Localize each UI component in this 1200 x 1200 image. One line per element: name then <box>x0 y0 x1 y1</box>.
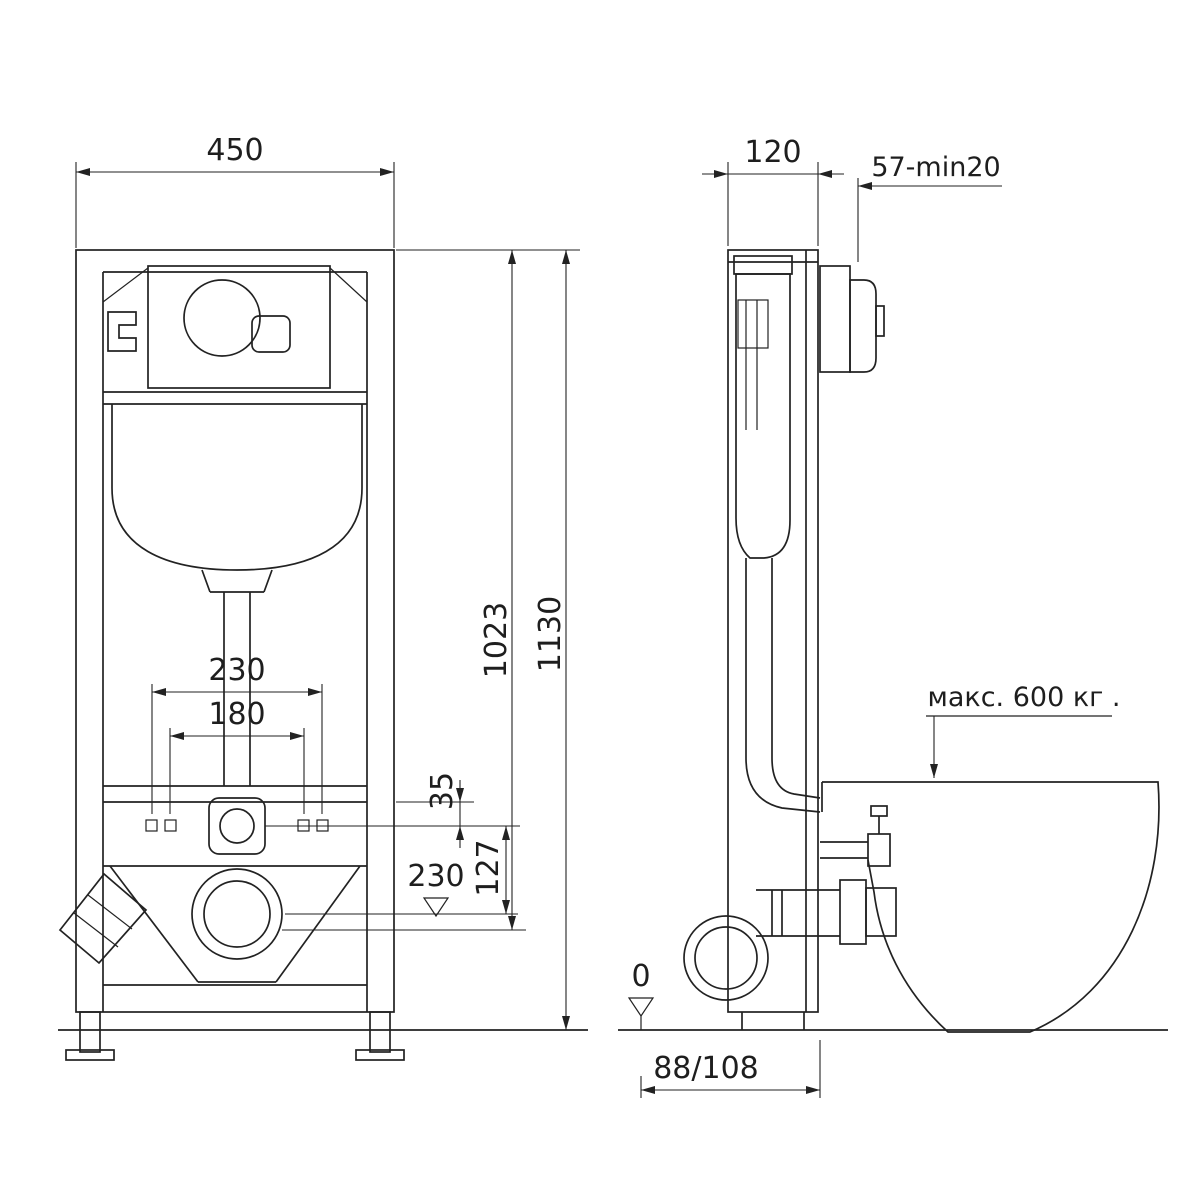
dim-depth: 120 <box>702 135 844 246</box>
elbow-pipe-outer <box>683 915 769 1001</box>
dim-total-height: 1130 <box>533 250 570 1030</box>
drain-socket <box>191 868 283 960</box>
dim-label-230-level: 230 <box>407 859 464 894</box>
drain-elbow <box>683 879 897 1001</box>
dim-label-120: 120 <box>744 135 801 170</box>
dim-label-1023: 1023 <box>479 602 514 678</box>
button-stem <box>875 305 885 337</box>
flush-valve-box <box>251 315 291 353</box>
lower-bracket <box>58 865 367 983</box>
dim-fixing-spacing-outer: 230 <box>151 653 323 814</box>
flush-diaphragm <box>183 279 261 357</box>
wc-connection-plate <box>208 797 266 855</box>
dim-button-depth: 57-min20 <box>857 152 1002 262</box>
inlet-fitting <box>820 805 891 867</box>
flush-button-assembly <box>819 265 885 373</box>
outlet-coupler-hatch <box>865 887 897 937</box>
dim-label-230-outer: 230 <box>208 653 265 688</box>
wall-sleeve-hatch <box>819 265 851 373</box>
water-level-mark: 230 <box>407 859 465 918</box>
zero-level-mark: 0 <box>627 959 655 1030</box>
frame-feet <box>65 1011 405 1061</box>
dim-drain-offset: 127 <box>285 826 518 915</box>
dim-label-35: 35 <box>425 772 460 810</box>
dim-front-width: 450 <box>75 133 395 248</box>
datum-triangle-icon <box>422 897 450 918</box>
frame-outline <box>75 249 395 1013</box>
frame-profile <box>727 249 819 1030</box>
dim-outlet: 88/108 <box>640 1040 821 1098</box>
mounting-rail <box>103 785 367 803</box>
cistern-tank <box>103 391 367 571</box>
dim-label-1130: 1130 <box>533 596 568 672</box>
dim-plate-offset: 35 <box>265 772 520 848</box>
dim-label-180: 180 <box>208 697 265 732</box>
datum-triangle-icon <box>627 997 655 1018</box>
left-bracket <box>107 311 137 352</box>
dim-label-57-min20: 57-min20 <box>871 152 1000 183</box>
diagonal-brace <box>58 872 148 965</box>
max-load-label: макс. 600 кг . <box>927 682 1120 713</box>
elbow-pipe-inner <box>694 926 758 990</box>
flush-pipe-side <box>745 558 821 813</box>
front-view: 230 180 <box>58 133 588 1061</box>
toilet-bowl <box>821 781 1160 1033</box>
zero-label: 0 <box>631 959 650 994</box>
side-view: 120 57-min20 макс. 600 кг . 0 88/108 <box>618 135 1168 1098</box>
cistern-side <box>733 255 793 559</box>
dim-label-88-108: 88/108 <box>653 1051 759 1086</box>
dim-flush-height: 1023 <box>282 249 580 931</box>
dim-label-450: 450 <box>206 133 263 168</box>
flush-valve-unit <box>107 265 331 389</box>
outlet-flange <box>839 879 867 945</box>
dim-label-127: 127 <box>471 839 506 896</box>
max-load-callout: макс. 600 кг . <box>926 682 1121 778</box>
flush-button <box>849 279 877 373</box>
dim-fixing-spacing-inner: 180 <box>169 697 305 814</box>
